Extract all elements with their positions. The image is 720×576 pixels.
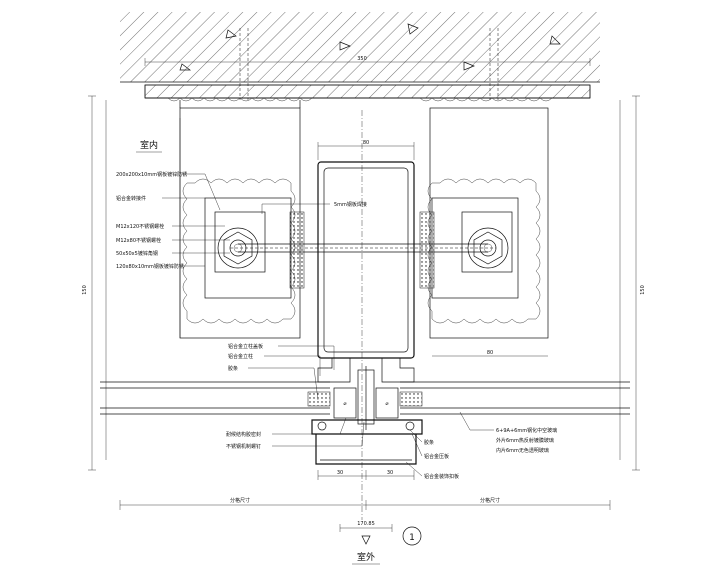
right-callout-glass-1: 6+9A+6mm钢化中空玻璃 xyxy=(496,427,557,434)
lower-left-callouts: 铝合金立柱盖板 铝合金立柱 胶条 xyxy=(228,343,335,401)
left-callout-4: 50x50x5镀锌角钢 xyxy=(116,250,158,257)
dimension-top-span: 350 xyxy=(144,56,591,66)
lower-left-callout-0: 铝合金立柱盖板 xyxy=(228,343,263,350)
glazing-units: ⌀ ⌀ xyxy=(100,366,630,465)
svg-text:⌀: ⌀ xyxy=(385,401,388,407)
right-callout-cover: 铝合金装饰扣板 xyxy=(424,473,459,480)
left-callout-3: M12x80不锈钢螺栓 xyxy=(116,237,161,244)
dim-mid-right-text: 30 xyxy=(387,470,393,476)
bottom-left-callout-0: 耐候结构胶密封 xyxy=(226,431,261,438)
dim-right-vertical-text: 150 xyxy=(640,285,646,295)
dim-bracket-right-text: 80 xyxy=(487,350,493,356)
side-dimensions: 150 150 80 xyxy=(82,95,646,471)
svg-text:⌀: ⌀ xyxy=(343,401,346,407)
left-callout-0: 200x200x10mm钢板镀锌防锈 xyxy=(116,171,187,178)
left-callout-2: M12x120不锈钢螺栓 xyxy=(116,223,164,230)
outdoor-label: 室外 xyxy=(357,551,375,563)
lower-left-callout-2: 胶条 xyxy=(228,365,238,372)
indoor-label: 室内 xyxy=(140,139,158,151)
left-callouts: 200x200x10mm钢板镀锌防锈 铝合金转接件 M12x120不锈钢螺栓 M… xyxy=(116,171,230,270)
right-callout-glass-3: 内片6mm无色透明玻璃 xyxy=(496,447,549,454)
left-bracket-assembly xyxy=(179,100,305,339)
left-callout-5: 120x80x10mm钢板镀锌防锈 xyxy=(116,263,184,270)
bottom-left-callout-1: 不锈钢机制螺钉 xyxy=(226,443,261,450)
right-callout-rubber: 胶条 xyxy=(424,439,434,446)
dim-tube-width-text: 80 xyxy=(363,140,369,146)
dim-mid-left-text: 30 xyxy=(337,470,343,476)
right-bracket-assembly xyxy=(419,107,549,339)
dim-left-vertical-text: 150 xyxy=(82,285,88,295)
through-bolt xyxy=(230,243,496,253)
lower-left-callout-1: 铝合金立柱 xyxy=(228,353,253,360)
detail-number: 1 xyxy=(409,533,415,543)
center-callout-tube: 5mm钢板焊接 xyxy=(334,201,367,208)
right-callouts: 胶条 6+9A+6mm钢化中空玻璃 外片6mm热反射镀膜玻璃 内片6mm无色透明… xyxy=(405,411,557,480)
bottom-left-callouts: 耐候结构胶密封 不锈钢机制螺钉 xyxy=(226,417,365,450)
dim-bottom-left-text: 分格尺寸 xyxy=(230,497,250,504)
right-callout-glass-2: 外片6mm热反射镀膜玻璃 xyxy=(496,437,554,444)
concrete-slab xyxy=(120,12,600,102)
dim-bottom-total-text: 170.85 xyxy=(357,521,375,527)
right-callout-mullion-cap: 铝合金压板 xyxy=(424,453,449,460)
left-callout-1: 铝合金转接件 xyxy=(116,195,146,202)
dim-bottom-right-text: 分格尺寸 xyxy=(480,497,500,504)
detail-marker xyxy=(402,526,422,546)
mullion-tube: 80 xyxy=(317,140,415,383)
bottom-dimensions: 30 30 分格尺寸 分格尺寸 170.85 xyxy=(119,470,611,532)
dim-top-span-text: 350 xyxy=(357,56,367,62)
